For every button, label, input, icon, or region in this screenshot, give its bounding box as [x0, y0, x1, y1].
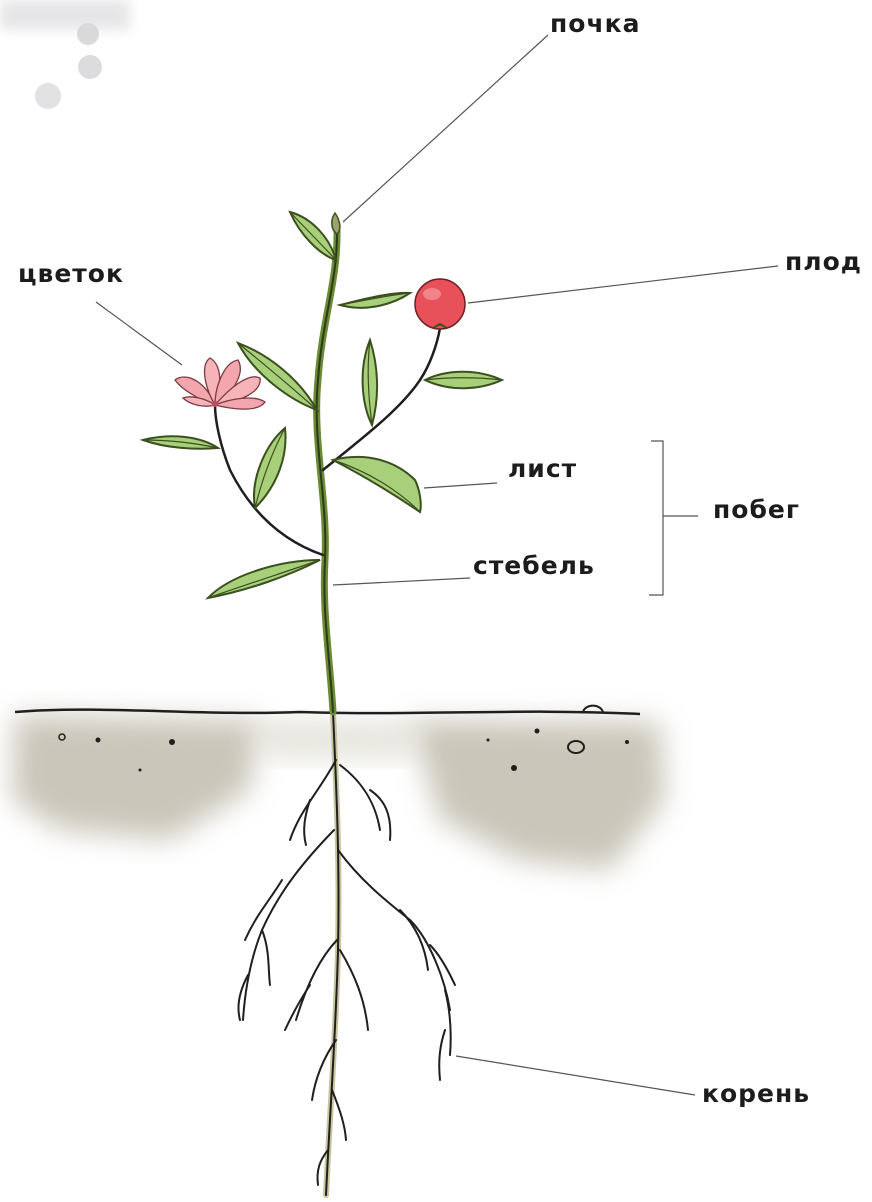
bud [332, 213, 340, 234]
watercolor-specks [0, 0, 130, 109]
label-bud: почка [550, 9, 640, 38]
label-stem: стебель [473, 551, 595, 580]
label-root: корень [702, 1079, 810, 1108]
label-shoot: побег [713, 495, 800, 524]
label-leaf: лист [508, 454, 577, 483]
fruit [415, 279, 465, 329]
label-fruit: плод [785, 247, 862, 276]
flower [175, 358, 265, 409]
root-system [238, 712, 455, 1195]
labels: почка цветок плод лист побег стебель кор… [18, 9, 862, 1108]
stem [215, 230, 440, 712]
label-flower: цветок [18, 259, 124, 288]
leader-lines [96, 35, 778, 1095]
